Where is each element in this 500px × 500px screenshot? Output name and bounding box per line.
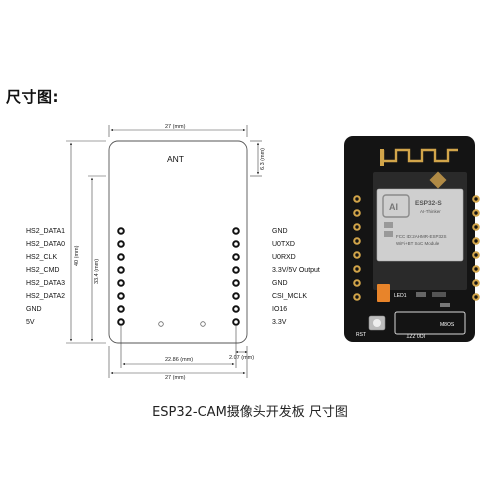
left-pin-holes — [117, 227, 125, 326]
dim-antenna-height-label: 6.3 (mm) — [260, 148, 266, 170]
left-pin-label: HS2_DATA0 — [26, 241, 65, 248]
bottom-code: M8OS — [440, 322, 455, 328]
chip-desc: WiFi+BT SoC Module — [396, 241, 440, 246]
dim-row-span-label: 22.86 (mm) — [165, 357, 193, 363]
dim-bottom-width-label: 27 (mm) — [165, 375, 186, 381]
wifi-badge-icon — [384, 222, 393, 228]
right-pin-label: 3.3V/5V Output — [272, 267, 320, 274]
chip-brand: AI — [389, 202, 398, 212]
smd-component — [432, 292, 446, 297]
flash-led — [377, 284, 390, 302]
right-pin-label: CSI_MCLK — [272, 293, 307, 300]
chip-fcc: FCC ID:2AHMR-ESP32S — [396, 234, 447, 239]
right-pin-label: IO16 — [272, 306, 287, 313]
left-pin-label: HS2_DATA1 — [26, 228, 65, 235]
led-label: LED1 — [394, 293, 407, 299]
left-pin-label: HS2_DATA2 — [26, 293, 65, 300]
dim-pin-span — [88, 175, 106, 342]
figure-caption: ESP32-CAM摄像头开发板 尺寸图 — [152, 405, 348, 420]
mount-hole-right — [200, 321, 206, 327]
dim-edge-offset-label: 2.07 (mm) — [229, 355, 254, 361]
left-pin-label: HS2_CMD — [26, 267, 59, 274]
left-pin-label: HS2_CLK — [26, 254, 57, 261]
chip-maker: AI-Thinker — [420, 209, 441, 214]
left-pin-label: HS2_DATA3 — [26, 280, 65, 287]
right-pin-holes — [232, 227, 240, 326]
dim-top-width-label: 27 (mm) — [165, 124, 186, 130]
right-pin-label: U0TXD — [272, 241, 295, 248]
esp32-cam-board: AI ESP32-S AI-Thinker FCC ID:2AHMR-ESP32… — [344, 136, 480, 342]
page-heading: 尺寸图: — [6, 88, 59, 106]
rf-shield — [376, 188, 464, 262]
ai-logo-icon — [382, 194, 410, 218]
mount-hole-left — [158, 321, 164, 327]
ipex-connector — [429, 171, 447, 189]
pcb-antenna-trace — [381, 148, 458, 163]
left-pin-labels: HS2_DATA1 HS2_DATA0 HS2_CLK HS2_CMD HS2_… — [26, 228, 65, 326]
chip-model: ESP32-S — [415, 200, 442, 207]
smd-component — [416, 292, 426, 297]
dim-row-span — [120, 326, 237, 368]
left-pin-label: GND — [26, 306, 42, 313]
left-pin-label: 5V — [26, 319, 35, 326]
dim-pin-span-label: 33.4 (mm) — [94, 259, 100, 284]
module-outline — [108, 140, 248, 344]
camera-connector — [394, 311, 466, 335]
right-pin-label: GND — [272, 280, 288, 287]
right-pin-label: GND — [272, 228, 288, 235]
dim-top-width — [108, 125, 248, 137]
rst-label: RST — [356, 332, 366, 338]
antenna-label: ANT — [167, 154, 184, 164]
right-pin-labels: GND U0TXD U0RXD 3.3V/5V Output GND CSI_M… — [272, 228, 320, 326]
dim-height-label: 40 (mm) — [74, 245, 80, 266]
dim-height — [66, 140, 106, 344]
right-pin-label: 3.3V — [272, 319, 287, 326]
side-code: IO0 ZZT — [406, 332, 425, 338]
dim-antenna-height — [250, 140, 262, 177]
smd-component — [440, 303, 450, 307]
bt-badge-icon — [384, 231, 393, 237]
right-pin-label: U0RXD — [272, 254, 296, 261]
